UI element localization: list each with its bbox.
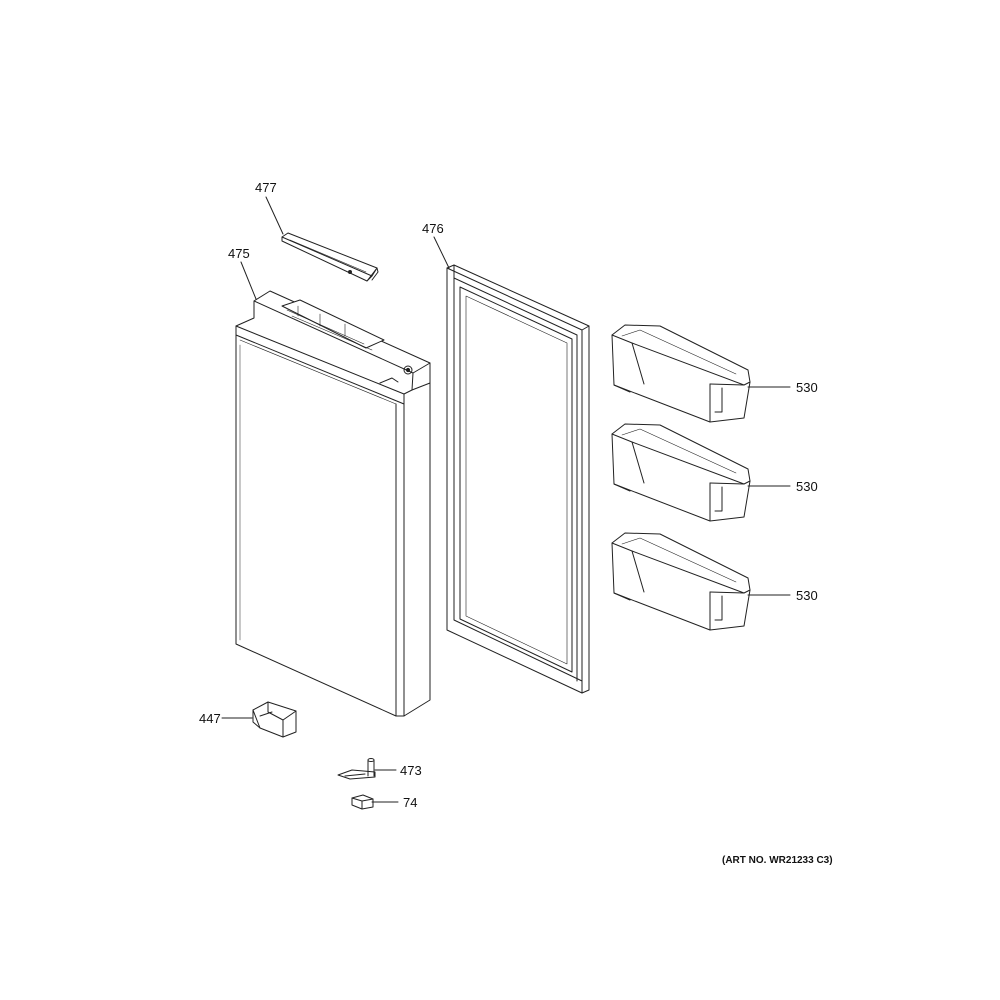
- callout-530-middle: 530: [796, 479, 818, 494]
- callout-475: 475: [228, 246, 250, 261]
- callout-447: 447: [199, 711, 221, 726]
- callout-530-bottom: 530: [796, 588, 818, 603]
- art-number: (ART NO. WR21233 C3): [722, 855, 833, 866]
- leader-lines: [221, 196, 791, 803]
- hinge-cover-part[interactable]: [252, 701, 297, 738]
- door-bin-top-part[interactable]: [611, 324, 751, 423]
- callout-476: 476: [422, 221, 444, 236]
- door-bin-middle-part[interactable]: [611, 423, 751, 522]
- door-bin-bottom-part[interactable]: [611, 532, 751, 631]
- callout-473: 473: [400, 763, 422, 778]
- callout-74: 74: [403, 795, 418, 810]
- hinge-part[interactable]: [337, 758, 376, 780]
- door-part[interactable]: [235, 290, 431, 717]
- bushing-part[interactable]: [351, 794, 374, 810]
- trim-cap-part[interactable]: [281, 232, 379, 282]
- callout-477: 477: [255, 180, 277, 195]
- gasket-part[interactable]: [446, 264, 590, 694]
- callout-530-top: 530: [796, 380, 818, 395]
